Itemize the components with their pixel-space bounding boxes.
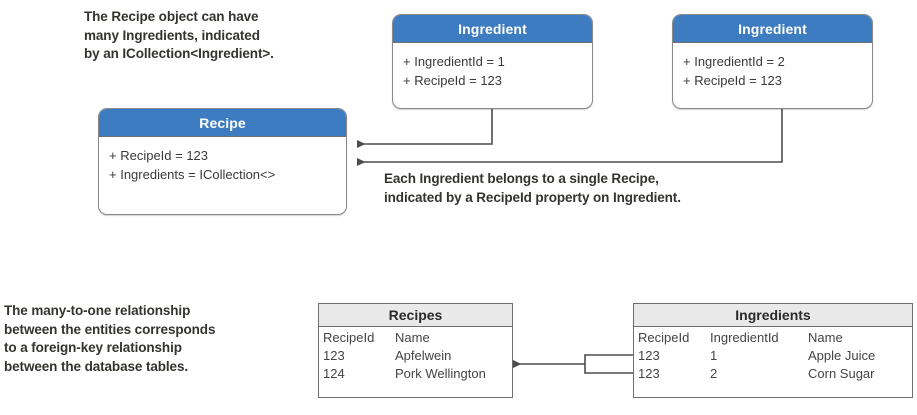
db-table-title-ingredients: Ingredients <box>634 304 912 327</box>
uml-body-recipe: + RecipeId = 123 + Ingredients = ICollec… <box>99 137 346 190</box>
db-table-ingredients[interactable]: Ingredients RecipeId IngredientId Name 1… <box>633 303 913 398</box>
db-column-header: Name <box>395 330 430 345</box>
uml-attribute: + RecipeId = 123 <box>683 73 783 88</box>
uml-header-ingredient-1: Ingredient <box>393 15 592 43</box>
uml-body-ingredient-1: + IngredientId = 1 + RecipeId = 123 <box>393 43 592 96</box>
db-cell: Corn Sugar <box>808 366 875 381</box>
callout-foreign-key: The many-to-one relationship between the… <box>4 303 216 374</box>
db-column-header: Name <box>808 330 843 345</box>
uml-box-recipe[interactable]: Recipe + RecipeId = 123 + Ingredients = … <box>98 108 347 215</box>
db-grid-recipes: RecipeId Name 123 Apfelwein 124 Pork Wel… <box>319 327 512 386</box>
db-table-title-recipes: Recipes <box>319 304 512 327</box>
uml-attribute: + IngredientId = 1 <box>403 54 505 69</box>
db-cell: Pork Wellington <box>395 366 486 381</box>
db-table-recipes[interactable]: Recipes RecipeId Name 123 Apfelwein 124 … <box>318 303 513 398</box>
db-table-row: 123 1 Apple Juice <box>634 347 912 365</box>
db-cell: 123 <box>638 366 660 381</box>
uml-attribute: + RecipeId = 123 <box>403 73 503 88</box>
db-table-row: 123 Apfelwein <box>319 347 512 365</box>
db-cell: 123 <box>638 348 660 363</box>
uml-box-ingredient-2[interactable]: Ingredient + IngredientId = 2 + RecipeId… <box>672 14 873 109</box>
uml-box-ingredient-1[interactable]: Ingredient + IngredientId = 1 + RecipeId… <box>392 14 593 109</box>
callout-recipe-collection: The Recipe object can have many Ingredie… <box>84 9 274 61</box>
db-grid-ingredients: RecipeId IngredientId Name 123 1 Apple J… <box>634 327 912 386</box>
uml-attribute: + RecipeId = 123 <box>109 148 209 163</box>
db-table-row: 123 2 Corn Sugar <box>634 365 912 383</box>
db-column-header: RecipeId <box>638 330 690 345</box>
db-cell: 123 <box>323 348 345 363</box>
db-header-row: RecipeId Name <box>319 329 512 347</box>
uml-body-ingredient-2: + IngredientId = 2 + RecipeId = 123 <box>673 43 872 96</box>
db-cell: 124 <box>323 366 345 381</box>
db-cell: 1 <box>710 348 718 363</box>
db-cell: Apple Juice <box>808 348 876 363</box>
uml-header-recipe: Recipe <box>99 109 346 137</box>
callout-ingredient-belongs: Each Ingredient belongs to a single Reci… <box>384 171 681 205</box>
db-table-row: 124 Pork Wellington <box>319 365 512 383</box>
db-column-header: RecipeId <box>323 330 375 345</box>
uml-attribute: + Ingredients = ICollection<> <box>109 167 276 182</box>
db-header-row: RecipeId IngredientId Name <box>634 329 912 347</box>
uml-attribute: + IngredientId = 2 <box>683 54 785 69</box>
db-cell: Apfelwein <box>395 348 452 363</box>
db-cell: 2 <box>710 366 718 381</box>
uml-header-ingredient-2: Ingredient <box>673 15 872 43</box>
db-column-header: IngredientId <box>710 330 779 345</box>
